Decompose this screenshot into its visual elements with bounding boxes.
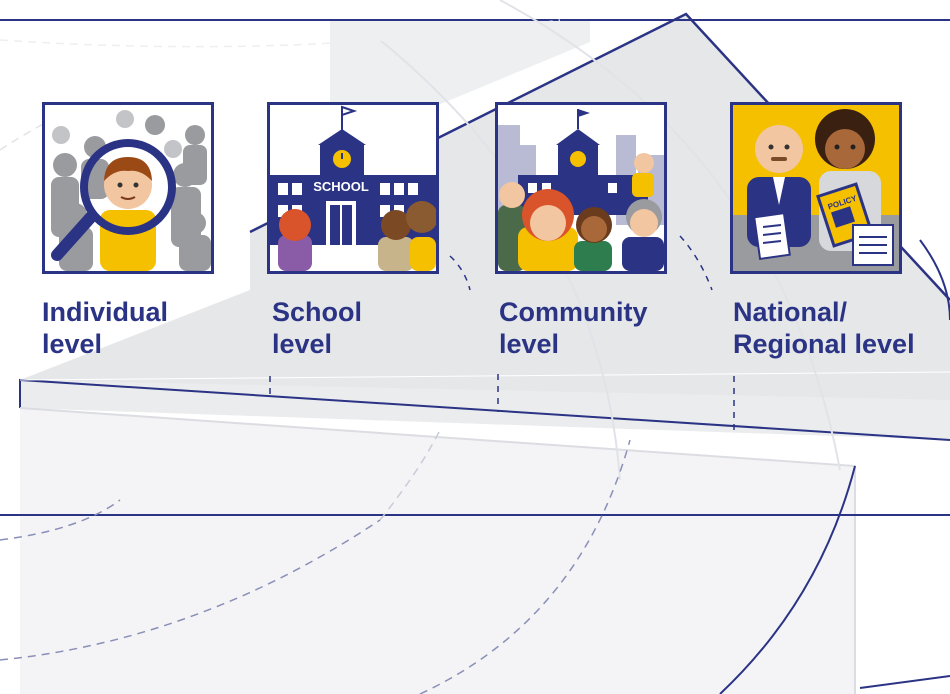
individual-level-card xyxy=(42,102,214,274)
school-sign: SCHOOL xyxy=(313,179,369,194)
policy-officials-icon: POLICY xyxy=(733,105,899,271)
school-level-card: SCHOOL xyxy=(267,102,439,274)
level-label-national-regional: National/ Regional level xyxy=(733,296,915,360)
level-label-line1: Individual xyxy=(42,297,169,327)
community-level-card xyxy=(495,102,667,274)
level-label-individual: Individual level xyxy=(42,296,168,360)
level-label-line2: level xyxy=(272,329,333,359)
national-regional-level-card: POLICY xyxy=(730,102,902,274)
community-icon xyxy=(498,105,664,271)
level-label-community: Community level xyxy=(499,296,648,360)
level-label-line1: Community xyxy=(499,297,648,327)
level-label-line2: Regional level xyxy=(733,329,915,359)
level-label-line2: level xyxy=(42,329,103,359)
level-label-line2: level xyxy=(499,329,560,359)
level-label-line1: School xyxy=(272,297,363,327)
school-building-icon: SCHOOL xyxy=(270,105,436,271)
magnifier-person-icon xyxy=(45,105,211,271)
level-label-school: School level xyxy=(272,296,362,360)
level-label-line1: National/ xyxy=(733,297,848,327)
